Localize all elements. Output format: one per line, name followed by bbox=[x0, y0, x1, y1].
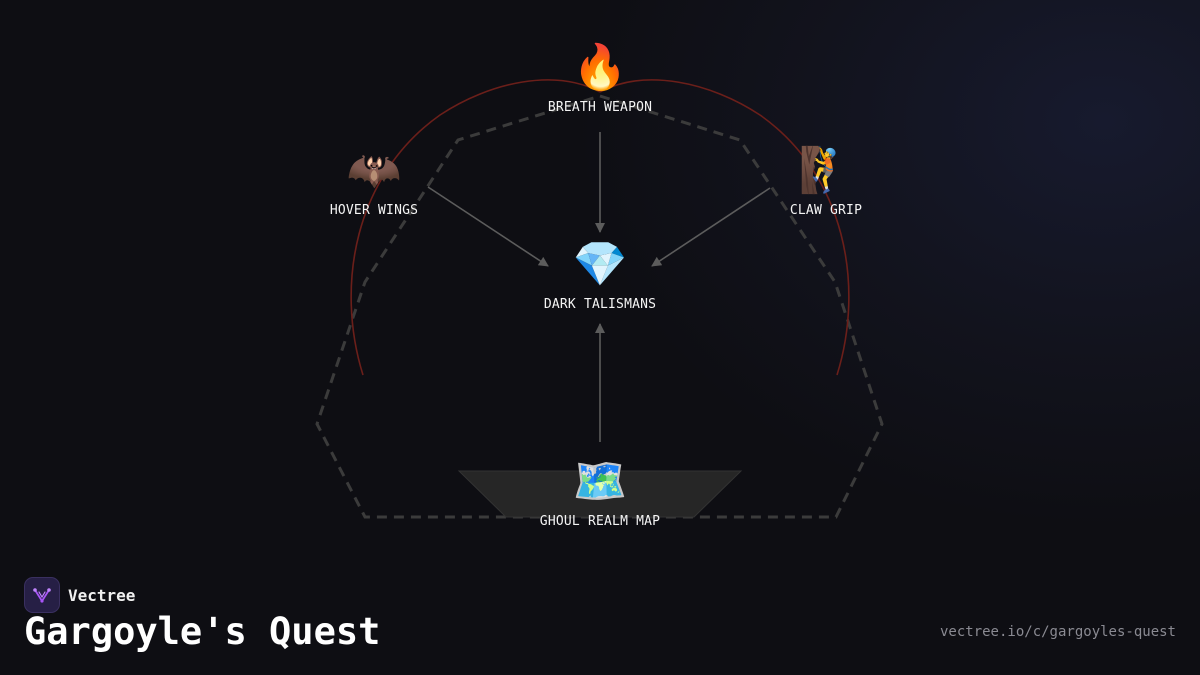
node-hover-wings[interactable]: 🦇 HOVER WINGS bbox=[330, 143, 418, 218]
node-label: GHOUL REALM MAP bbox=[539, 514, 661, 529]
node-label: CLAW GRIP bbox=[789, 203, 863, 218]
vectree-logo-icon bbox=[24, 577, 60, 613]
node-dark-talismans[interactable]: 💎 DARK TALISMANS bbox=[544, 237, 656, 312]
world-map-icon: 🗺️ bbox=[572, 456, 628, 507]
node-label: DARK TALISMANS bbox=[543, 297, 657, 312]
node-claw-grip[interactable]: 🧗 CLAW GRIP bbox=[790, 143, 862, 218]
edge-wings-to-talisman bbox=[427, 186, 549, 267]
brand-name: Vectree bbox=[68, 585, 136, 605]
page-title: Gargoyle's Quest bbox=[24, 610, 381, 653]
node-label: HOVER WINGS bbox=[329, 203, 419, 218]
bat-icon: 🦇 bbox=[346, 145, 402, 196]
fire-icon: 🔥 bbox=[572, 42, 628, 93]
left-arc bbox=[350, 79, 601, 376]
node-ghoul-realm-map[interactable]: 🗺️ GHOUL REALM MAP bbox=[540, 454, 660, 529]
node-label: BREATH WEAPON bbox=[547, 100, 653, 115]
gem-icon: 💎 bbox=[572, 239, 628, 290]
node-breath-weapon[interactable]: 🔥 BREATH WEAPON bbox=[548, 40, 652, 115]
climber-icon: 🧗 bbox=[798, 145, 854, 196]
edge-claw-to-talisman bbox=[651, 187, 771, 267]
base-shape bbox=[457, 470, 743, 518]
course-url-link[interactable]: vectree.io/c/gargoyles-quest bbox=[939, 624, 1176, 640]
right-arc bbox=[599, 79, 850, 376]
brand[interactable]: Vectree bbox=[24, 577, 135, 613]
